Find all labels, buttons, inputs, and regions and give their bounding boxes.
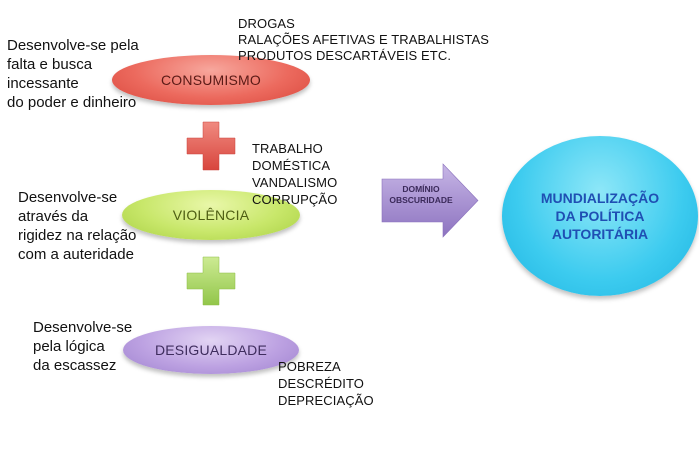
desigualdade-items: POBREZA DESCRÉDITO DEPRECIAÇÃO — [278, 358, 374, 409]
violencia-description-line: Desenvolve-se — [18, 189, 118, 206]
arrow-label: DOMÍNIO OBSCURIDADE — [381, 184, 461, 206]
consumismo-ellipse: CONSUMISMO — [112, 55, 310, 105]
mundializacao-label-line: AUTORITÁRIA — [551, 226, 649, 242]
desigualdade-item: POBREZA — [278, 359, 341, 374]
red-plus-icon — [186, 121, 236, 171]
desigualdade-ellipse: DESIGUALDADE — [123, 326, 299, 374]
right-arrow-icon — [381, 163, 479, 238]
arrow-label-line: OBSCURIDADE — [389, 195, 453, 205]
violencia-description-line: rigidez na relação — [18, 227, 137, 244]
desigualdade-description: Desenvolve-se pela lógica da escassez — [33, 318, 132, 375]
desigualdade-description-line: Desenvolve-se — [33, 319, 133, 336]
mundializacao-circle: MUNDIALIZAÇÃO DA POLÍTICA AUTORITÁRIA — [502, 136, 698, 296]
consumismo-items: DROGAS RALAÇÕES AFETIVAS E TRABALHISTAS … — [238, 16, 489, 64]
desigualdade-item: DESCRÉDITO — [278, 376, 364, 391]
violencia-description: Desenvolve-se através da rigidez na rela… — [18, 188, 136, 264]
violencia-item: TRABALHO — [252, 141, 323, 156]
consumismo-label: CONSUMISMO — [161, 72, 261, 88]
mundializacao-label: MUNDIALIZAÇÃO DA POLÍTICA AUTORITÁRIA — [541, 189, 659, 243]
consumismo-description-line: falta e busca — [7, 56, 93, 73]
consumismo-description: Desenvolve-se pela falta e busca incessa… — [7, 36, 139, 112]
desigualdade-description-line: da escassez — [33, 357, 117, 374]
desigualdade-item: DEPRECIAÇÃO — [278, 393, 374, 408]
mundializacao-label-line: MUNDIALIZAÇÃO — [540, 190, 660, 206]
violencia-item: CORRUPÇÃO — [252, 192, 338, 207]
violencia-item: VANDALISMO — [252, 175, 338, 190]
violencia-ellipse: VIOLÊNCIA — [122, 190, 300, 240]
consumismo-description-line: incessante — [7, 75, 79, 92]
consumismo-item: RALAÇÕES AFETIVAS E TRABALHISTAS — [238, 32, 489, 47]
violencia-description-line: através da — [18, 208, 89, 225]
violencia-items: TRABALHO DOMÉSTICA VANDALISMO CORRUPÇÃO — [252, 140, 337, 208]
mundializacao-label-line: DA POLÍTICA — [555, 208, 645, 224]
violencia-item: DOMÉSTICA — [252, 158, 331, 173]
desigualdade-label: DESIGUALDADE — [154, 342, 268, 358]
violencia-description-line: com a auteridade — [18, 246, 134, 263]
consumismo-item: PRODUTOS DESCARTÁVEIS ETC. — [238, 48, 452, 63]
consumismo-description-line: do poder e dinheiro — [7, 94, 137, 111]
consumismo-description-line: Desenvolve-se pela — [7, 37, 139, 54]
arrow-label-line: DOMÍNIO — [402, 184, 440, 194]
violencia-label: VIOLÊNCIA — [172, 207, 250, 223]
consumismo-item: DROGAS — [238, 16, 295, 31]
desigualdade-description-line: pela lógica — [33, 338, 105, 355]
green-plus-icon — [186, 256, 236, 306]
